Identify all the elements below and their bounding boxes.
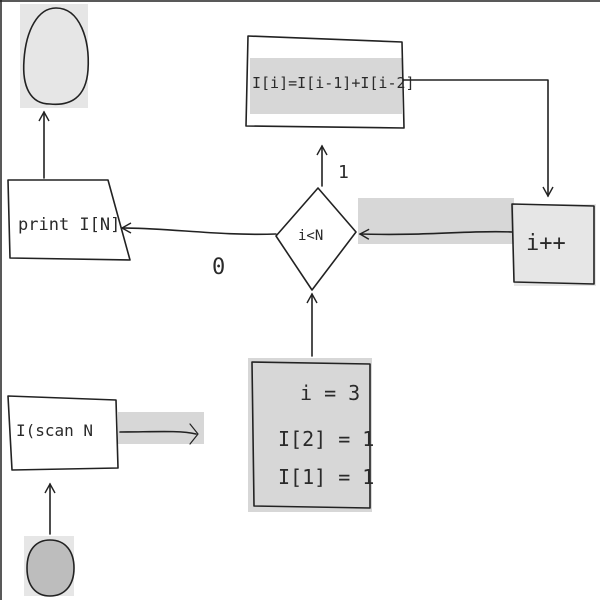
decision-diamond: i<N	[275, 187, 357, 291]
recurrence-box-label: I[i]=I[i-1]+I[i-2]	[252, 74, 415, 92]
arrow-recurrence-to-increment	[403, 79, 554, 198]
increment-box-shape	[511, 203, 595, 285]
start-terminal	[24, 536, 75, 597]
decision-label: i<N	[298, 228, 323, 244]
edge-label-yes: 1	[338, 162, 349, 183]
arrow-input-to-init	[119, 430, 197, 435]
recurrence-box: I[i]=I[i-1]+I[i-2]	[245, 35, 415, 129]
print-box-shape	[7, 179, 131, 261]
increment-box: i++	[358, 198, 596, 286]
input-box-label: I(scan N	[16, 421, 93, 440]
input-edge-highlight	[118, 412, 204, 444]
decision-diamond-shape	[275, 187, 357, 291]
recurrence-box-highlight	[250, 58, 402, 114]
input-box: I(scan N	[7, 395, 204, 471]
init-box: i = 3 I[2] = 1 I[1] = 1	[248, 358, 374, 512]
init-line-1: i = 3	[300, 381, 360, 405]
end-terminal-highlight	[20, 4, 88, 108]
print-box-label: print I[N]	[18, 215, 120, 235]
init-box-highlight	[248, 358, 372, 512]
end-terminal-oval	[22, 7, 90, 106]
increment-edge-highlight	[358, 198, 514, 244]
print-output-box: print I[N]	[7, 179, 131, 261]
input-box-shape	[7, 395, 119, 471]
increment-box-label: i++	[526, 231, 566, 256]
init-line-3: I[1] = 1	[278, 465, 374, 489]
start-terminal-oval	[26, 539, 75, 597]
init-box-shape	[251, 361, 371, 509]
arrow-decision-to-print	[120, 222, 277, 236]
init-line-2: I[2] = 1	[278, 427, 374, 451]
arrow-increment-to-decision	[358, 228, 513, 240]
increment-box-highlight	[514, 204, 596, 286]
edge-label-no: 0	[212, 255, 225, 280]
arrow-input-to-init-head	[189, 423, 199, 445]
end-terminal	[20, 4, 90, 108]
recurrence-box-shape	[245, 35, 405, 129]
